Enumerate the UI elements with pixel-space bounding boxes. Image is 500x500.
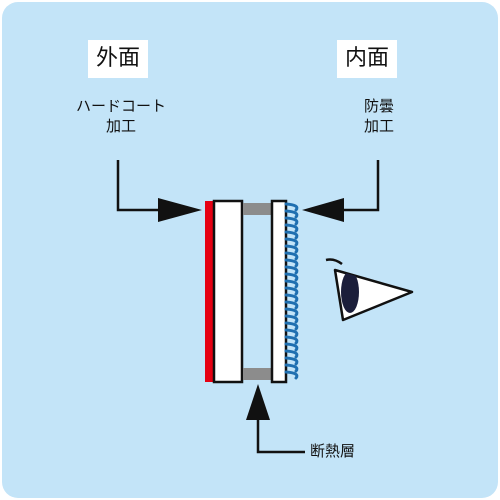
anti-fog-coating xyxy=(284,202,299,380)
hard-coat-label-line2: 加工 xyxy=(105,117,136,135)
anti-fog-scallop xyxy=(284,286,299,296)
anti-fog-scallop xyxy=(284,272,299,282)
anti-fog-scallop xyxy=(284,244,299,254)
anti-fog-scallop xyxy=(284,223,299,233)
spacer-bottom xyxy=(243,368,271,380)
anti-fog-label-line1: 防曇 xyxy=(363,97,394,115)
inner-glass-pane xyxy=(270,199,288,384)
hard-coat-label-line1: ハードコート xyxy=(75,97,166,115)
anti-fog-scallop xyxy=(284,356,299,366)
anti-fog-scallop xyxy=(284,251,299,261)
spacer-top xyxy=(243,203,271,215)
insulation-arrow xyxy=(246,384,305,454)
anti-fog-scallop xyxy=(284,265,299,275)
anti-fog-scallop xyxy=(284,314,299,324)
anti-fog-label-line2: 加工 xyxy=(363,117,394,135)
outer-face-label: 外面 xyxy=(88,40,149,78)
anti-fog-scallop xyxy=(284,258,299,268)
inner-arrow xyxy=(302,160,380,222)
anti-fog-scallop xyxy=(284,307,299,317)
anti-fog-scallop xyxy=(284,300,299,310)
hard-coat-label: ハードコート 加工 xyxy=(60,96,182,136)
anti-fog-label: 防曇 加工 xyxy=(340,96,418,136)
insulation-layer-label: 断熱層 xyxy=(310,442,356,460)
outer-arrow xyxy=(116,160,202,222)
anti-fog-scallop xyxy=(284,363,299,373)
anti-fog-scallop xyxy=(284,335,299,345)
anti-fog-scallop xyxy=(284,293,299,303)
eye-icon xyxy=(325,258,414,322)
anti-fog-scallop xyxy=(284,209,299,219)
anti-fog-scallop xyxy=(284,349,299,359)
anti-fog-scallop xyxy=(284,321,299,331)
anti-fog-scallop xyxy=(284,237,299,247)
hard-coat-layer xyxy=(205,201,213,382)
anti-fog-scallop xyxy=(284,328,299,338)
glass-section xyxy=(205,199,299,384)
anti-fog-scallop xyxy=(284,202,299,212)
anti-fog-scallop xyxy=(284,216,299,226)
anti-fog-scallop xyxy=(284,342,299,352)
anti-fog-scallop xyxy=(284,279,299,289)
inner-face-label: 内面 xyxy=(337,40,398,78)
anti-fog-scallop xyxy=(284,370,299,380)
anti-fog-scallop xyxy=(284,230,299,240)
outer-glass-pane xyxy=(212,199,244,384)
